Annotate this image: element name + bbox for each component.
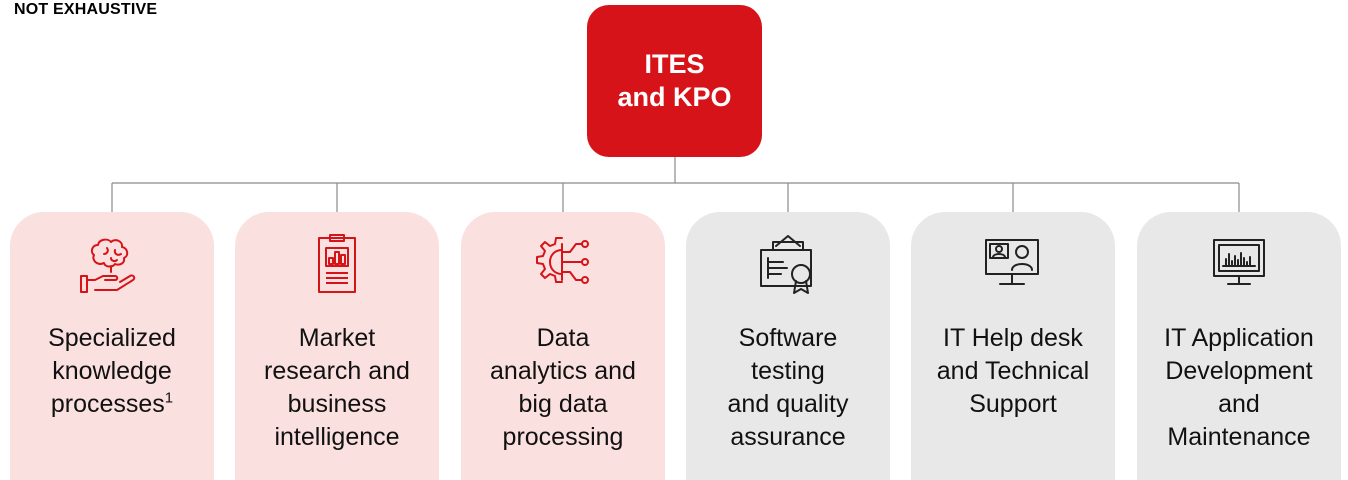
card2-line3: business xyxy=(287,390,387,418)
card4-line2: testing xyxy=(751,357,825,385)
card1-line1: Specialized xyxy=(48,324,176,352)
root-title-line2: and KPO xyxy=(617,82,732,112)
card-it-application-development: IT Application Development and Maintenan… xyxy=(1137,212,1341,480)
card4-line3: and quality xyxy=(727,390,849,418)
card4-line4: assurance xyxy=(730,423,846,451)
card2-line2: research and xyxy=(264,357,410,385)
brain-hand-icon xyxy=(80,238,136,293)
card6-line2: Development xyxy=(1165,357,1313,385)
card3-line1: Data xyxy=(536,324,590,352)
card4-line1: Software xyxy=(738,324,838,352)
card2-line4: intelligence xyxy=(274,423,400,451)
footnote-marker: 1 xyxy=(164,389,174,407)
card5-line3: Support xyxy=(969,390,1057,418)
gear-network-icon xyxy=(536,237,589,284)
card1-line3-wrap: processes1 xyxy=(48,388,176,421)
certificate-icon xyxy=(760,235,812,294)
not-exhaustive-note: NOT EXHAUSTIVE xyxy=(14,1,158,18)
card-data-analytics: Data analytics and big data processing xyxy=(461,212,665,480)
card6-line1: IT Application xyxy=(1164,324,1314,352)
root-title-line1: ITES xyxy=(644,49,705,79)
monitor-chart-icon xyxy=(1213,239,1265,285)
card-specialized-knowledge: Specialized knowledge processes1 xyxy=(10,212,214,480)
card3-line3: big data xyxy=(518,390,608,418)
card6-line4: Maintenance xyxy=(1167,423,1311,451)
card-it-help-desk: IT Help desk and Technical Support xyxy=(911,212,1115,480)
card-software-testing: Software testing and quality assurance xyxy=(686,212,890,480)
card2-line1: Market xyxy=(298,324,376,352)
report-clipboard-icon xyxy=(318,234,356,293)
card1-line2: knowledge xyxy=(52,357,172,385)
card5-line2: and Technical xyxy=(936,357,1090,385)
card6-line3: and xyxy=(1218,390,1260,418)
card3-line4: processing xyxy=(502,423,624,451)
card1-line3: processes xyxy=(50,390,165,418)
root-node-ites-kpo: ITES and KPO xyxy=(587,5,762,157)
card5-line1: IT Help desk xyxy=(943,324,1083,352)
card3-line2: analytics and xyxy=(490,357,636,385)
card-market-research: Market research and business intelligenc… xyxy=(235,212,439,480)
video-support-icon xyxy=(985,239,1039,285)
